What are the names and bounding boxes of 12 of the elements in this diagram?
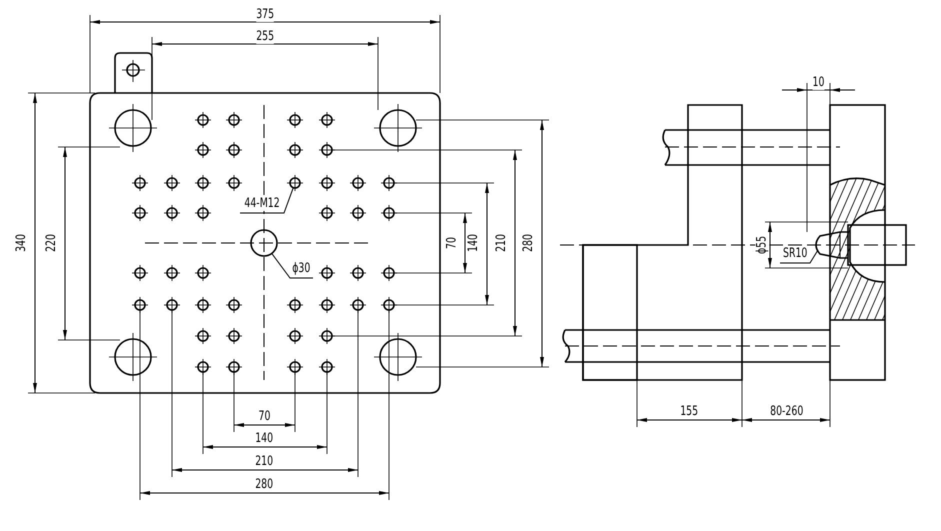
- dimension-value: 70: [444, 237, 459, 249]
- hole: [289, 177, 301, 189]
- dimension-value: ϕ55: [754, 236, 769, 254]
- leader-line: [780, 250, 818, 264]
- dimension-value: 375: [256, 8, 274, 22]
- leader-line: [240, 187, 294, 214]
- dimension-value: 255: [256, 30, 274, 44]
- callout-text: ϕ30: [292, 262, 310, 276]
- leader-line: [271, 252, 314, 278]
- dimension-value: 10: [812, 76, 824, 90]
- hole: [250, 229, 278, 257]
- callout-text: 44-M12: [244, 197, 280, 211]
